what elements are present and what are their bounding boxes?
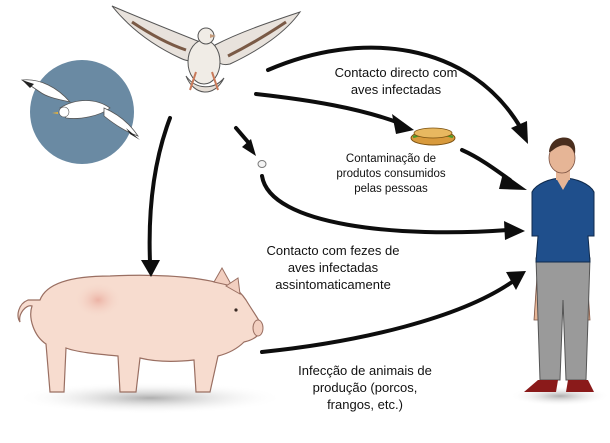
arrowhead-pig: [141, 260, 160, 277]
seagull-illustration: [20, 60, 140, 164]
man-illustration: [510, 137, 610, 406]
arrow-pigeon-to-pig: [147, 116, 172, 264]
arrow-droppings-to-person: [260, 174, 510, 235]
droppings-icon: [257, 160, 267, 168]
man-shadow: [510, 386, 610, 406]
label-farm-animals: Infecção de animais de produção (porcos,…: [298, 363, 432, 412]
sandwich-illustration: [410, 127, 456, 146]
arrow-pigeon-to-person-direct: [266, 45, 524, 132]
arrow-pig-to-person: [260, 280, 514, 354]
arrow-pigeon-to-food: [254, 92, 404, 126]
arrows: [141, 45, 528, 354]
arrowhead-feces: [504, 221, 525, 240]
arrow-pigeon-to-droppings: [234, 126, 250, 144]
pigeon-illustration: [111, 5, 302, 93]
arrowhead-food: [392, 114, 414, 134]
arrowhead-food-person: [499, 173, 527, 190]
label-direct-contact: Contacto directo com aves infectadas: [334, 65, 458, 97]
arrowhead-direct: [511, 121, 528, 144]
pig-shadow: [15, 382, 285, 414]
label-food-contamination: Contaminação de produtos consumidos pela…: [336, 153, 446, 195]
arrowhead-droppings: [242, 139, 256, 156]
label-feces-contact: Contacto com fezes de aves infectadas as…: [266, 243, 400, 292]
pig-illustration: [15, 266, 285, 414]
arrowhead-pig-person: [506, 271, 526, 290]
